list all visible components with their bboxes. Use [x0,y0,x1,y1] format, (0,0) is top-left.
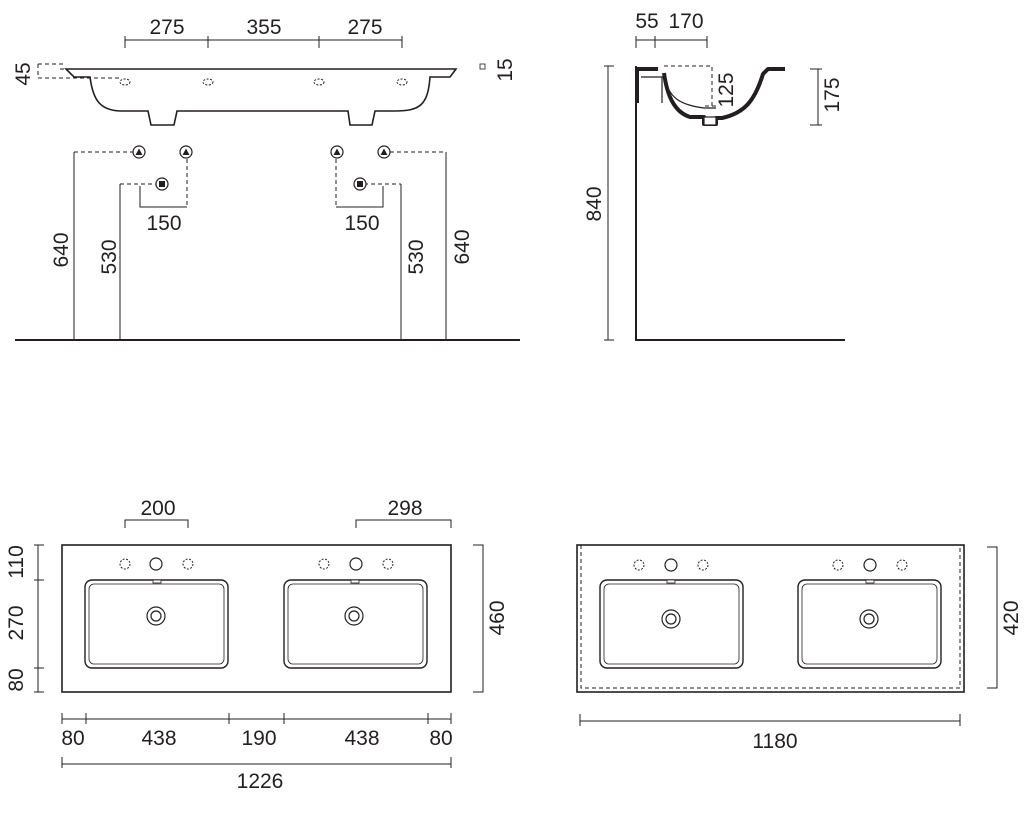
waste-icon-2 [344,606,364,626]
dim-supply-height-right: 640 [451,229,474,264]
cabinet-plan-view: 420 1180 [576,544,1023,753]
dim-tap-spacing-right: 275 [347,16,382,39]
drain-icon-2 [353,177,367,191]
dim-width-segment-3: 190 [241,727,276,750]
dim-total-height: 175 [821,77,844,112]
side-section: 55 170 125 175 840 [583,10,845,341]
dim-width-segment-2: 438 [141,727,176,750]
supply-icon-2 [179,145,193,159]
supply-icon-3 [330,145,344,159]
dim-depth-row-3: 80 [5,668,28,691]
dim-bowl-depth: 125 [715,72,738,107]
waste-icon-1 [146,606,166,626]
dim-rim-height: 45 [12,62,35,85]
dim-drain-height-left: 530 [98,239,121,274]
dim-rim-offset: 15 [494,58,517,81]
dim-width-segment-5: 80 [429,727,452,750]
dim-connection-spacing-right: 150 [344,212,379,235]
front-elevation: 275 355 275 45 15 150 150 640 530 530 6 [12,16,520,341]
supply-icon-4 [377,145,391,159]
waste-icon-3 [661,609,681,629]
dim-supply-height-left: 640 [50,232,73,267]
dim-tap-spacing-left: 275 [149,16,184,39]
plan-view: 200 298 110 270 80 460 80 438 190 [5,497,509,793]
dim-depth-row-1: 110 [5,545,28,578]
supply-icon-1 [132,145,146,159]
dim-cabinet-width: 1180 [752,730,797,753]
dim-total-depth: 460 [486,600,509,635]
dim-overflow-offset: 55 [635,10,658,33]
dim-tap-hole-span: 298 [387,497,422,520]
dim-tap-spacing-middle: 355 [246,16,281,39]
dim-tap-hole-offset: 200 [140,497,175,520]
dim-drain-height-right: 530 [405,239,428,274]
dim-total-width: 1226 [237,770,284,793]
dim-rim-height-from-floor: 840 [583,186,606,221]
dim-basin-depth-top: 170 [668,10,703,33]
dim-depth-row-2: 270 [5,605,28,640]
drain-icon-1 [155,177,169,191]
dim-cabinet-depth: 420 [1000,600,1023,635]
dim-connection-spacing-left: 150 [146,212,181,235]
dim-width-segment-1: 80 [61,727,84,750]
waste-icon-4 [859,609,879,629]
dim-width-segment-4: 438 [344,727,379,750]
